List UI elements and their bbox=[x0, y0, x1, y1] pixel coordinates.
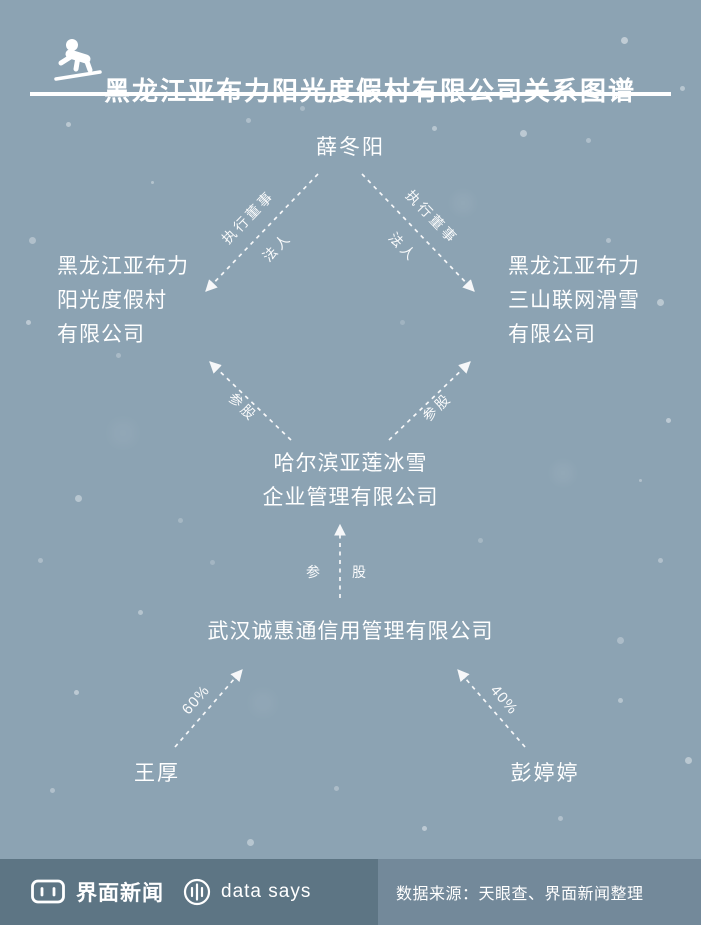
edge-label-shareholding-right: 参股 bbox=[419, 389, 455, 425]
skier-icon bbox=[52, 36, 104, 97]
company-right-line1: 黑龙江亚布力 bbox=[508, 255, 640, 278]
edge-label-60-percent: 60% bbox=[178, 681, 214, 719]
company-left-line1: 黑龙江亚布力 bbox=[57, 255, 189, 278]
edge-label-legal-person-left: 法人 bbox=[259, 229, 295, 265]
page-title: 黑龙江亚布力阳光度假村有限公司关系图谱 bbox=[104, 71, 636, 108]
company-mid-line2: 企业管理有限公司 bbox=[262, 486, 439, 509]
footer-brands: 界面新闻 data says bbox=[0, 859, 378, 925]
jiemian-logo-icon bbox=[30, 878, 66, 906]
company-right-line3: 有限公司 bbox=[508, 323, 596, 346]
node-person-top: 薛冬阳 bbox=[316, 136, 385, 159]
edge-label-40-percent: 40% bbox=[486, 681, 522, 719]
footer: 界面新闻 data says 数据来源：天眼查、界面新闻整理 bbox=[0, 859, 701, 925]
header-underline bbox=[30, 92, 671, 96]
node-person-bottom-right: 彭婷婷 bbox=[510, 762, 580, 785]
node-company-wuhan: 武汉诚惠通信用管理有限公司 bbox=[207, 620, 494, 643]
footer-source: 数据来源：天眼查、界面新闻整理 bbox=[378, 859, 701, 925]
edge-label-shareholding-left: 参股 bbox=[225, 389, 261, 425]
node-company-middle: 哈尔滨亚莲冰雪 企业管理有限公司 bbox=[0, 447, 701, 515]
node-company-left: 黑龙江亚布力 阳光度假村 有限公司 bbox=[57, 250, 189, 352]
company-mid-line1: 哈尔滨亚莲冰雪 bbox=[273, 452, 428, 475]
datasays-brand-text: data says bbox=[221, 881, 312, 902]
node-person-bottom-left: 王厚 bbox=[134, 762, 180, 785]
company-right-line2: 三山联网滑雪 bbox=[508, 289, 640, 312]
company-left-line3: 有限公司 bbox=[57, 323, 145, 346]
company-left-line2: 阳光度假村 bbox=[57, 289, 167, 312]
edge-label-legal-person-right: 法人 bbox=[385, 229, 421, 265]
node-company-right: 黑龙江亚布力 三山联网滑雪 有限公司 bbox=[508, 250, 640, 352]
data-source-text: 数据来源：天眼查、界面新闻整理 bbox=[396, 886, 644, 903]
edge-label-exec-director-right: 执行董事 bbox=[402, 186, 462, 248]
background-glow-dots bbox=[0, 0, 6, 6]
edge-label-shareholding-center: 参 股 bbox=[306, 564, 380, 580]
datasays-logo-icon bbox=[182, 877, 212, 907]
jiemian-brand-text: 界面新闻 bbox=[76, 882, 164, 905]
